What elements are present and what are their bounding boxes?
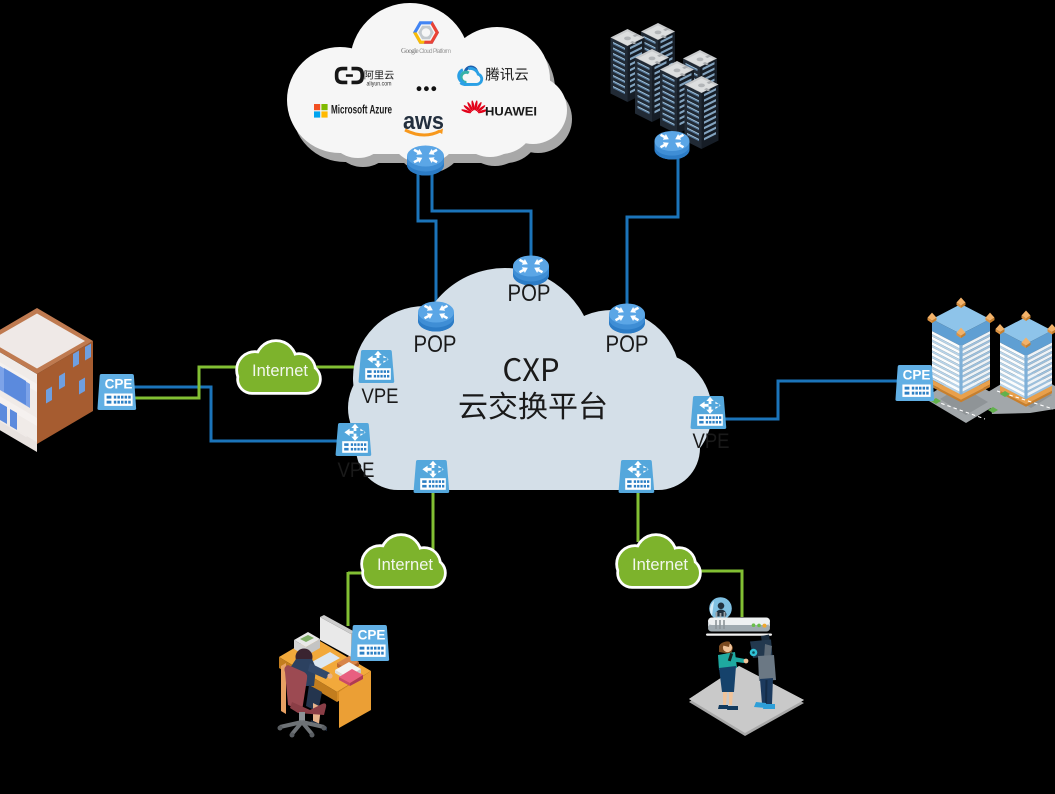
svg-text:VPE: VPE — [693, 430, 730, 453]
svg-text:aws: aws — [403, 108, 444, 135]
svg-text:Internet: Internet — [252, 362, 308, 380]
svg-text:Microsoft Azure: Microsoft Azure — [331, 105, 392, 117]
svg-text:VPE: VPE — [338, 459, 375, 482]
svg-text:POP: POP — [606, 331, 649, 358]
svg-text:POP: POP — [414, 331, 457, 358]
svg-text:CPE: CPE — [903, 368, 931, 383]
svg-text:HUAWEI: HUAWEI — [485, 107, 537, 119]
svg-text:Internet: Internet — [632, 556, 688, 574]
svg-text:Google Cloud Platform: Google Cloud Platform — [401, 47, 451, 55]
svg-text:CPE: CPE — [358, 628, 386, 643]
svg-text:CPE: CPE — [105, 377, 133, 392]
svg-text:POP: POP — [508, 280, 551, 307]
svg-text:Internet: Internet — [377, 556, 433, 574]
svg-text:VPE: VPE — [362, 385, 399, 408]
svg-text:aliyun.com: aliyun.com — [367, 81, 392, 87]
